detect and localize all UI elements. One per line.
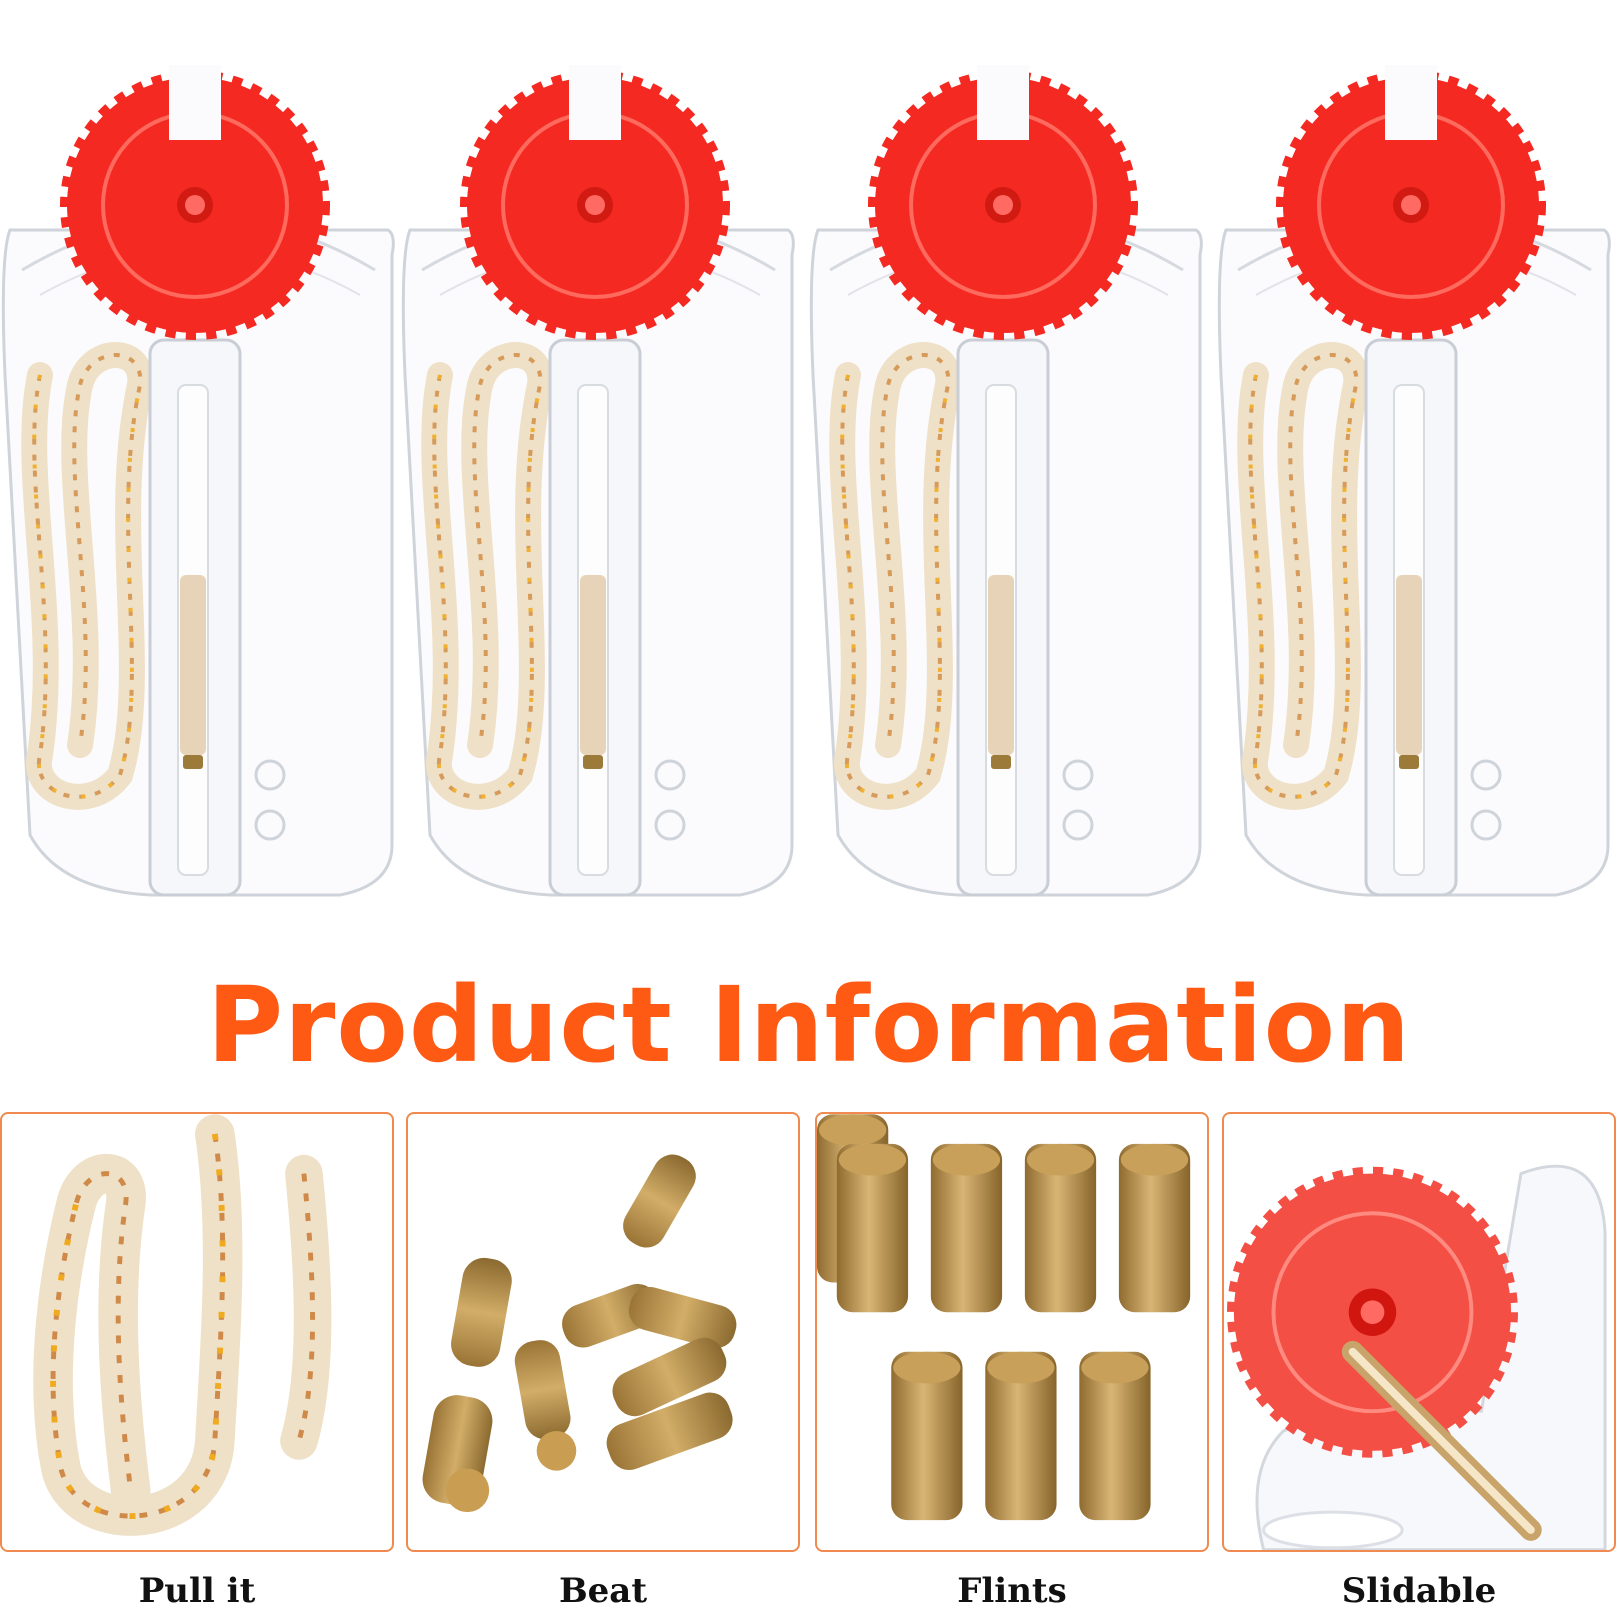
- caption-beat: Beat: [558, 1571, 648, 1611]
- caption-slidable: Slidable: [1341, 1571, 1497, 1611]
- flint-pile-icon: [422, 1154, 737, 1513]
- section-heading: Product Information: [206, 964, 1412, 1086]
- dispenser-icon: [400, 55, 800, 935]
- flint-wick-dispenser: [808, 55, 1208, 935]
- flint-grid-icon: [817, 1114, 1191, 1521]
- dispenser-icon: [1216, 55, 1616, 935]
- flint-wick-dispenser: [400, 55, 800, 935]
- slidable-wheel-icon: [1226, 1164, 1607, 1550]
- caption-pull-it: Pull it: [138, 1571, 256, 1611]
- wick-icon: [33, 1114, 332, 1536]
- slidable-panel: [1222, 1112, 1616, 1552]
- product-image-row: [0, 0, 1618, 960]
- wick-panel: [0, 1112, 394, 1552]
- flint-grid-panel: [815, 1112, 1209, 1552]
- flint-wick-dispenser: [1216, 55, 1616, 935]
- flint-pile-panel: [406, 1112, 800, 1552]
- caption-flints: Flints: [957, 1571, 1067, 1611]
- dispenser-icon: [808, 55, 1208, 935]
- flint-wick-dispenser: [0, 55, 400, 935]
- dispenser-icon: [0, 55, 400, 935]
